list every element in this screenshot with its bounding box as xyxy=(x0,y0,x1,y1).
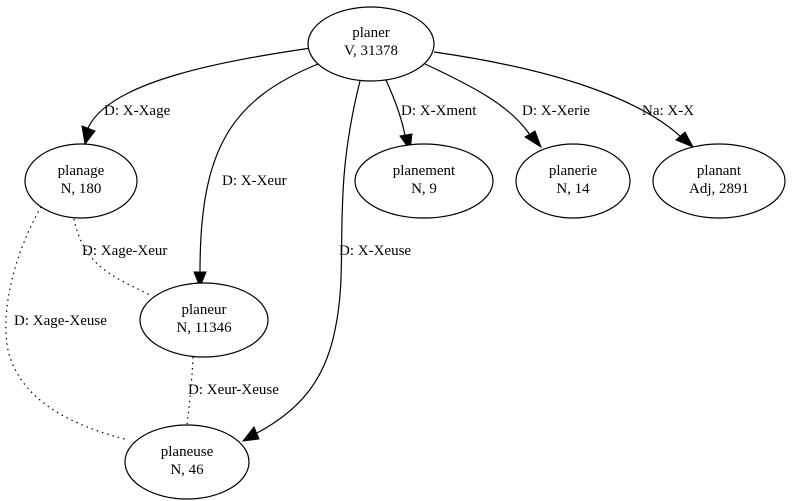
arrowhead xyxy=(241,426,260,442)
node-info: N, 11346 xyxy=(176,320,232,336)
node-info: N, 14 xyxy=(556,181,590,197)
node-planage: planage N, 180 xyxy=(24,143,138,219)
node-info: Adj, 2891 xyxy=(689,181,749,197)
node-name: planeur xyxy=(182,302,227,318)
node-info: V, 31378 xyxy=(344,43,398,59)
edge-label: D: X-Xerie xyxy=(522,103,590,119)
edge-label: D: X-Xment xyxy=(401,103,477,119)
edge-planer-planage: D: X-Xage xyxy=(81,47,312,146)
node-planant: planant Adj, 2891 xyxy=(652,143,786,219)
edge-label: Na: X-X xyxy=(642,103,694,119)
edge-planer-planeuse: D: X-Xeuse xyxy=(241,80,411,442)
node-planeur: planeur N, 11346 xyxy=(139,282,269,358)
node-info: N, 180 xyxy=(61,181,102,197)
arrowhead xyxy=(193,271,207,289)
edge-planeur-planeuse: D: Xeur-Xeuse xyxy=(186,356,279,426)
edge-planer-planeur: D: X-Xeur xyxy=(193,63,319,289)
edge-planage-planeur: D: Xage-Xeur xyxy=(71,207,167,296)
arrowhead xyxy=(675,131,695,148)
node-planer: planer V, 31378 xyxy=(307,6,435,82)
edge-label: D: X-Xeuse xyxy=(339,243,411,259)
node-name: planement xyxy=(393,163,456,179)
node-planerie: planerie N, 14 xyxy=(515,143,631,219)
arrowhead xyxy=(524,130,542,149)
arrowhead xyxy=(81,125,96,146)
edge-planer-planerie: D: X-Xerie xyxy=(424,63,590,149)
node-name: planant xyxy=(697,163,742,179)
node-planement: planement N, 9 xyxy=(354,143,494,219)
node-name: planerie xyxy=(549,163,598,179)
edge-planage-planeuse: D: Xage-Xeuse xyxy=(5,201,129,441)
node-info: N, 9 xyxy=(411,181,437,197)
node-name: planer xyxy=(352,25,389,41)
node-info: N, 46 xyxy=(170,462,204,478)
edge-label: D: Xage-Xeur xyxy=(82,243,167,259)
node-name: planage xyxy=(58,163,105,179)
edge-planer-planement: D: X-Xment xyxy=(385,79,477,152)
edge-label: D: X-Xeur xyxy=(222,173,287,189)
node-planeuse: planeuse N, 46 xyxy=(124,424,250,500)
edge-planer-planant: Na: X-X xyxy=(433,51,695,148)
edge-label: D: X-Xage xyxy=(104,103,171,119)
edge-label: D: Xage-Xeuse xyxy=(14,313,107,329)
edge-label: D: Xeur-Xeuse xyxy=(188,382,279,398)
node-name: planeuse xyxy=(161,444,214,460)
